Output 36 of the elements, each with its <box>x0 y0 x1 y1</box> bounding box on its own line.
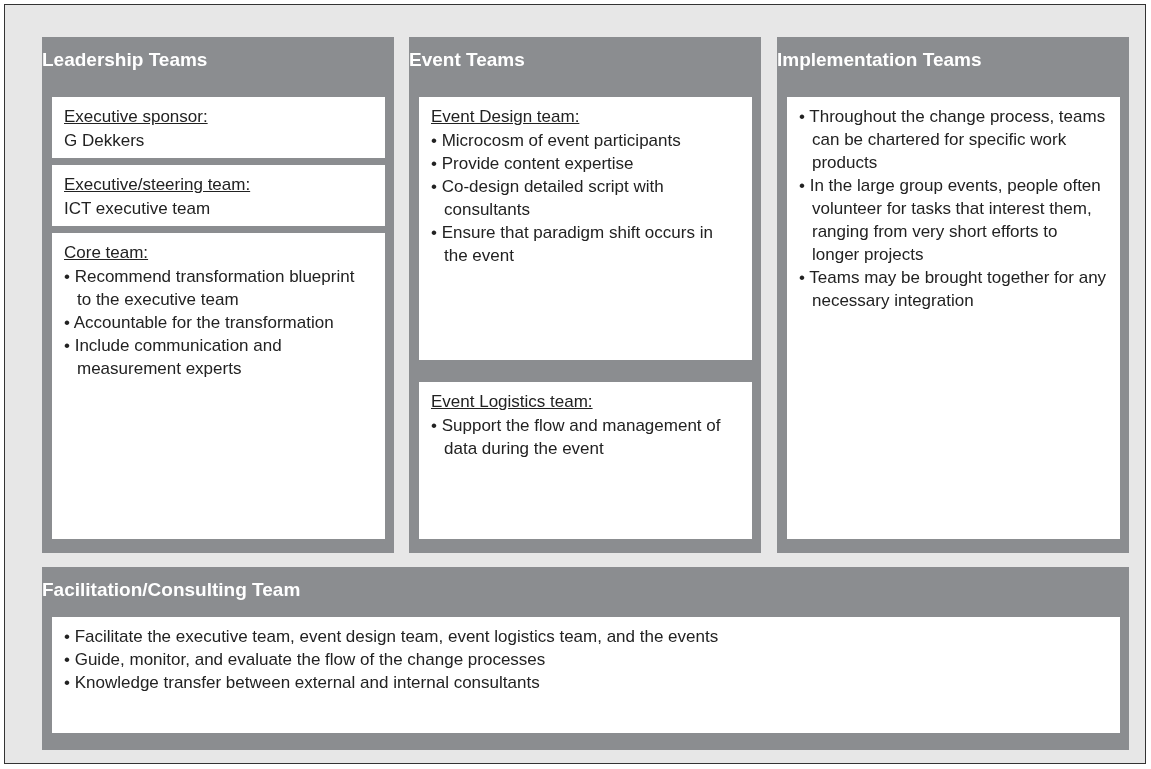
bullet-point: • Recommend transformation blueprint to the executive team <box>64 266 356 311</box>
team-panel <box>42 37 394 553</box>
card-heading: Event Design team: <box>431 106 580 128</box>
bullet-point: • Facilitate the executive team, event design team, event logistics team, and the events <box>64 626 719 648</box>
team-card <box>52 617 1120 733</box>
bullet-point: • Include communication and measurement experts <box>64 335 283 380</box>
team-card <box>52 97 385 158</box>
team-panel <box>777 37 1129 553</box>
team-panel <box>42 567 1129 750</box>
card-heading: Event Logistics team: <box>431 391 593 413</box>
bullet-point: • Ensure that paradigm shift occurs in the event <box>431 222 714 267</box>
bullet-point: • Accountable for the transformation <box>64 312 334 334</box>
panel-heading: Facilitation/Consulting Team <box>42 579 301 601</box>
bullet-point: • Microcosm of event participants <box>431 130 681 152</box>
bullet-point: • Knowledge transfer between external and internal consultants <box>64 672 540 694</box>
team-card <box>52 165 385 226</box>
bullet-point: • In the large group events, people often volunteer for tasks that interest them, ranging from very short efforts to longer projects <box>799 175 1102 266</box>
bullet-point: • Co-design detailed script with consultants <box>431 176 665 221</box>
team-card <box>52 233 385 539</box>
card-text: ICT executive team <box>64 198 211 220</box>
panel-heading: Event Teams <box>409 49 525 71</box>
team-card <box>787 97 1120 539</box>
bullet-point: • Support the flow and management of data during the event <box>431 415 722 460</box>
team-card <box>419 97 752 360</box>
bullet-point: • Throughout the change process, teams can be chartered for specific work products <box>799 106 1107 174</box>
bullet-point: • Guide, monitor, and evaluate the flow of the change processes <box>64 649 546 671</box>
card-text: G Dekkers <box>64 130 145 152</box>
bullet-point: • Provide content expertise <box>431 153 634 175</box>
card-heading: Executive/steering team: <box>64 174 251 196</box>
bullet-point: • Teams may be brought together for any necessary integration <box>799 267 1108 312</box>
panel-heading: Leadership Teams <box>42 49 208 71</box>
card-heading: Executive sponsor: <box>64 106 208 128</box>
card-heading: Core team: <box>64 242 149 264</box>
team-card <box>419 382 752 539</box>
team-panel <box>409 37 761 553</box>
panel-heading: Implementation Teams <box>777 49 982 71</box>
